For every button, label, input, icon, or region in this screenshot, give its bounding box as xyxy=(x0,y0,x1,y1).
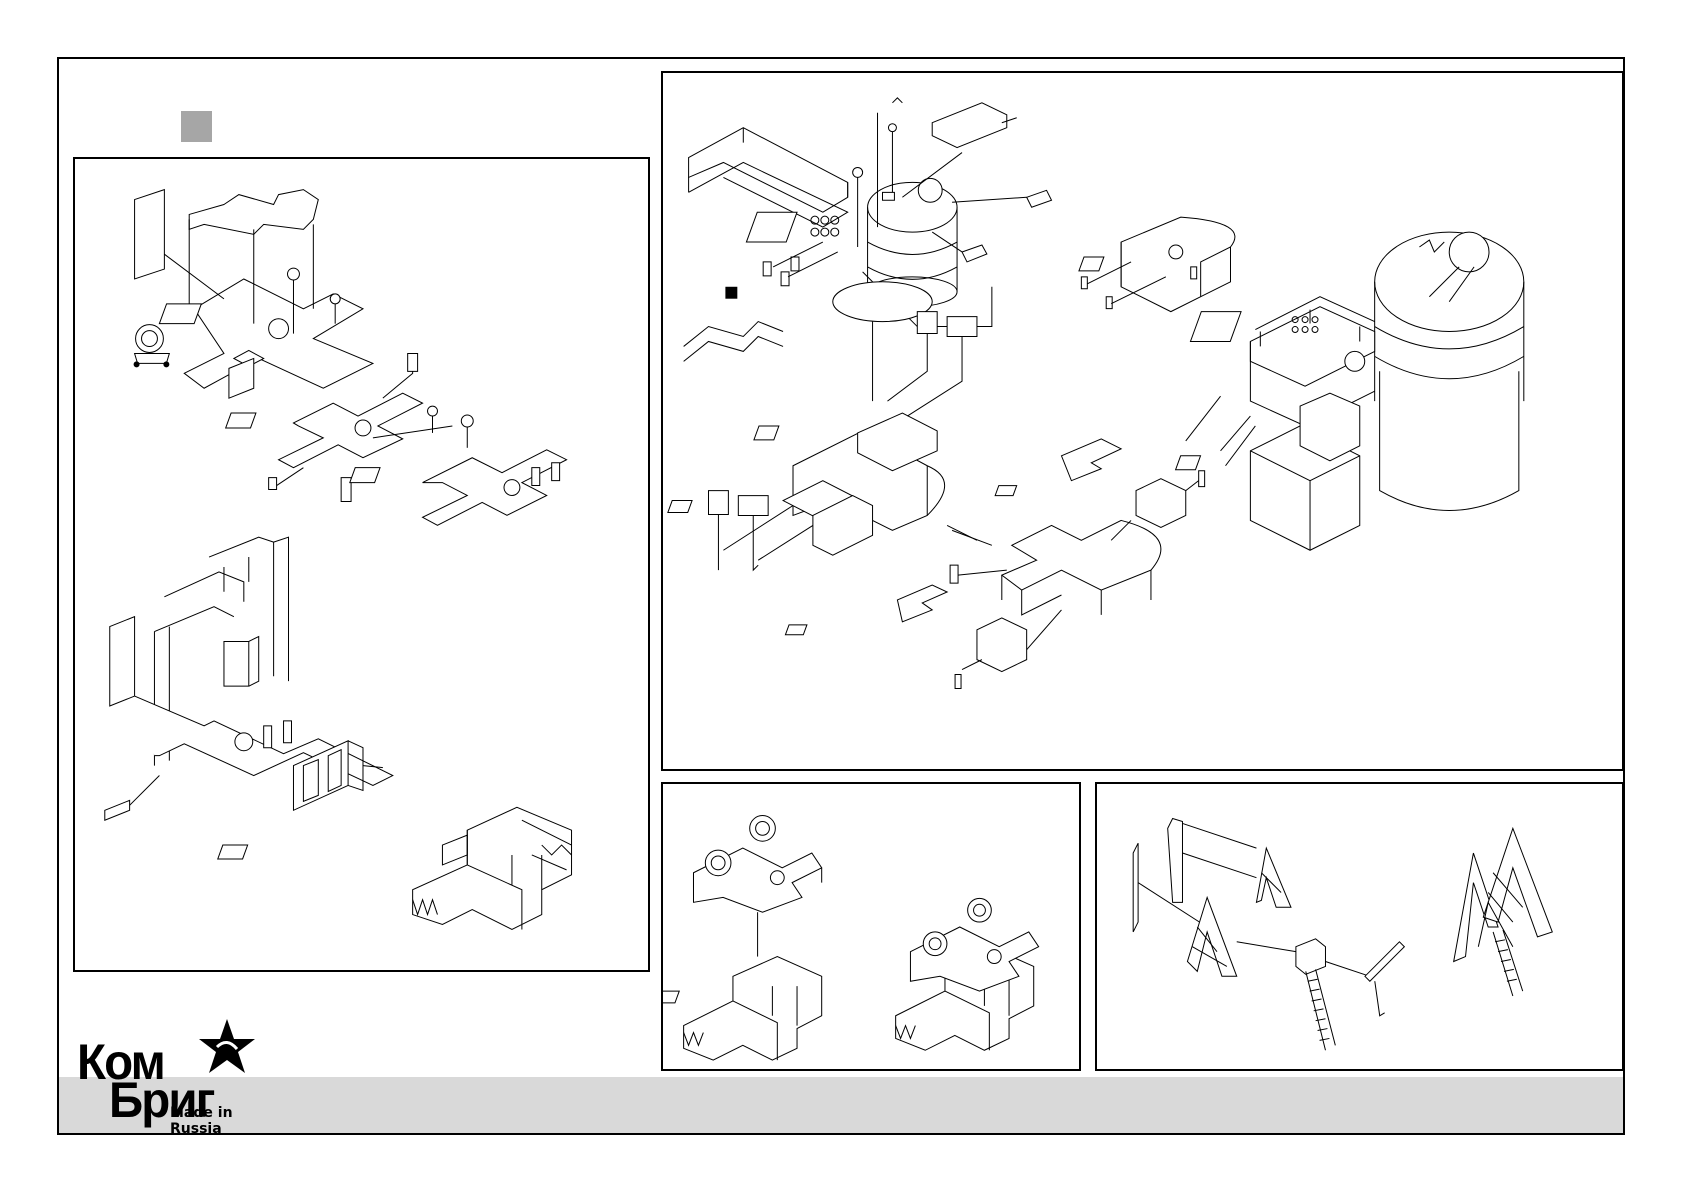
step-marker xyxy=(181,111,212,142)
bridge-assembly-drawing xyxy=(75,159,648,970)
bridge-combined-drawing xyxy=(663,784,1079,1069)
logo-tagline: Made in Russia xyxy=(170,1105,287,1135)
panel-bridge-combined xyxy=(661,782,1081,1071)
panel-mast-frames xyxy=(1095,782,1624,1071)
mast-frames-drawing xyxy=(1097,784,1622,1069)
superstructure-drawing xyxy=(663,73,1622,769)
star-icon xyxy=(197,1017,257,1077)
panel-superstructure-assembly xyxy=(661,71,1624,771)
footer-band xyxy=(59,1077,1623,1133)
instruction-sheet: Ком Бриг Made in Russia xyxy=(57,57,1625,1135)
kombrig-logo: Ком Бриг Made in Russia xyxy=(77,1017,287,1135)
panel-bridge-assembly xyxy=(73,157,650,972)
